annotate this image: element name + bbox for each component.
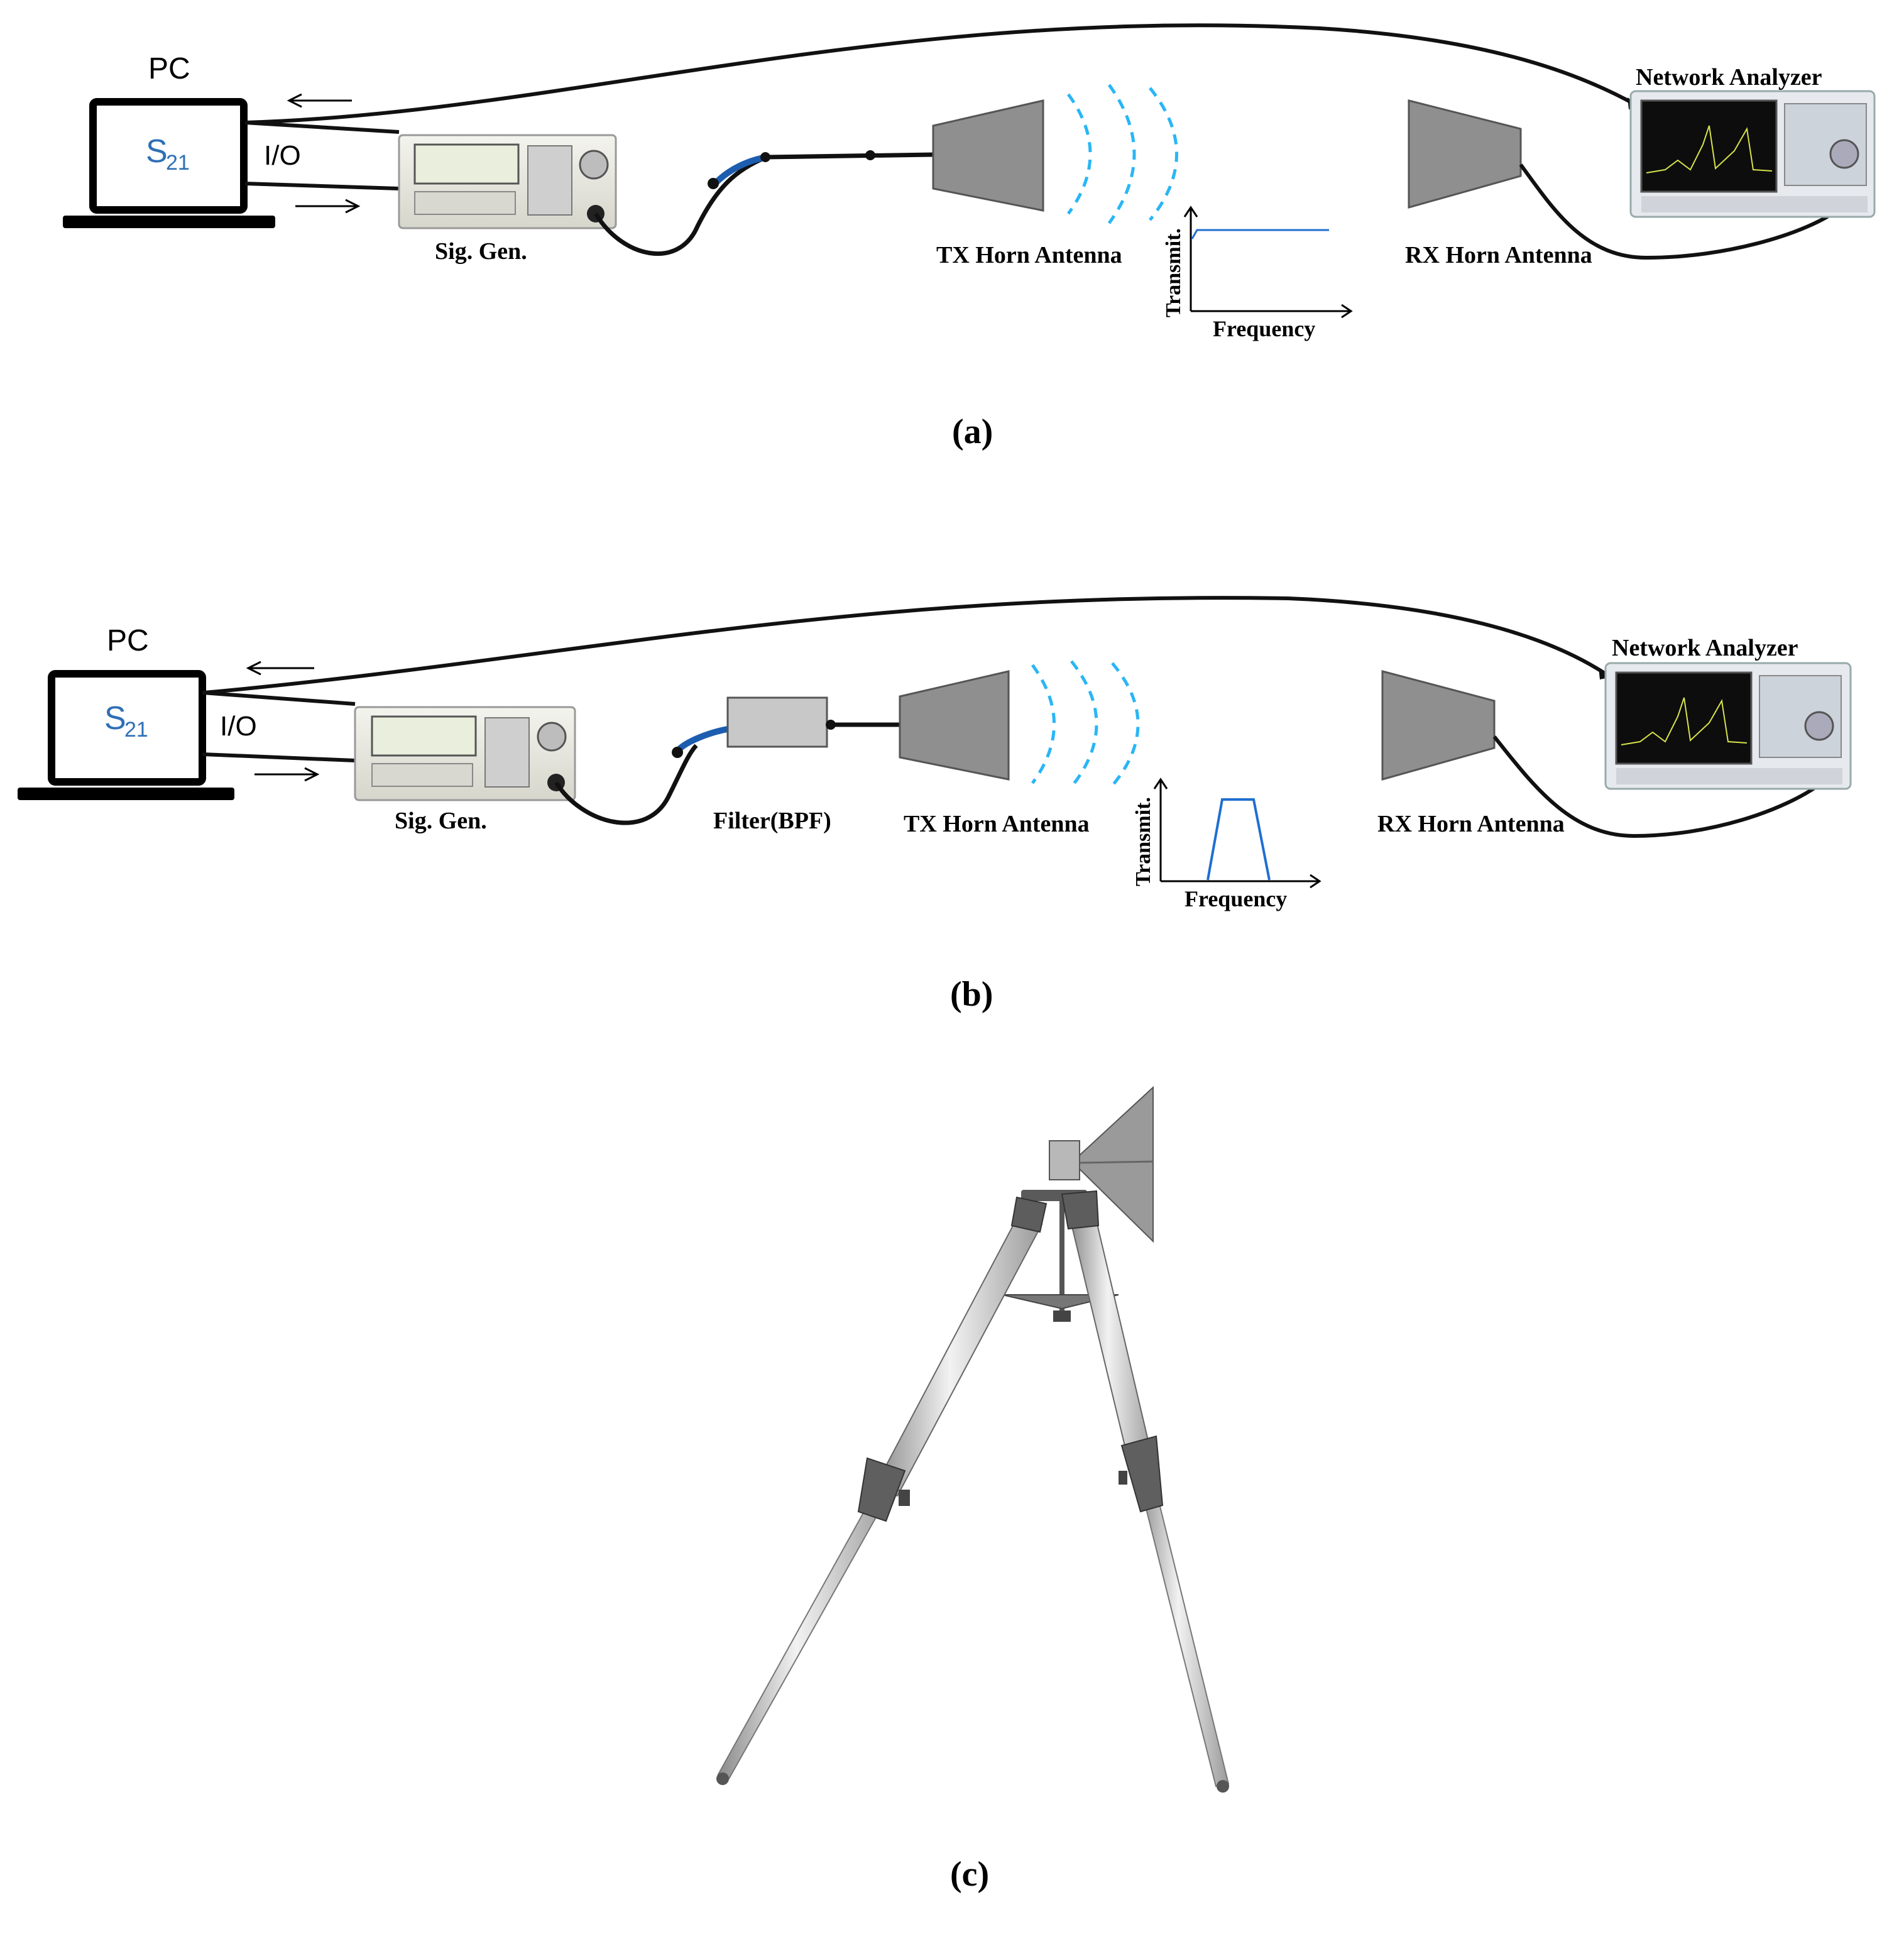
filter-label: Filter(BPF) [713,808,831,834]
horn-antenna-3d [1079,1085,1154,1243]
s21-screen-subscript: 21 [166,151,190,175]
caption-a: (a) [952,412,993,451]
transmission-inset-a: Transmit. Frequency [1162,206,1353,341]
tx-label: TX Horn Antenna [904,811,1090,837]
flat-response-curve [1191,229,1329,239]
tx-label: TX Horn Antenna [936,242,1122,268]
leg-clamp [857,1457,906,1522]
rx-horn-antenna [1408,99,1522,209]
rx-horn-antenna [1381,670,1496,781]
signal-generator [398,134,617,229]
rx-label: RX Horn Antenna [1405,242,1592,268]
io-line-bottom [202,752,356,762]
tripod-leg-left [716,1196,1048,1785]
tx-horn-antenna [932,99,1044,212]
return-cable [204,596,1607,695]
transmission-inset-b: Transmit. Frequency [1132,777,1321,911]
pc-label: PC [107,624,149,657]
coax-blue-segment [675,726,728,754]
s21-screen-subscript: 21 [124,718,148,742]
panel-a: S 21 PC I/O Sig. Gen. [63,23,1876,451]
x-axis-label: Frequency [1213,316,1315,341]
coax-cable [594,155,768,256]
arrow-right [295,199,361,214]
na-label: Network Analyzer [1612,635,1798,661]
signal-generator [354,706,576,801]
caption-b: (b) [950,975,993,1014]
bandpass-filter [726,696,828,748]
pc-laptop: S 21 [18,670,234,800]
y-axis-label: Transmit. [1132,797,1155,886]
network-analyzer [1629,90,1876,218]
tx-feed-line [765,152,934,160]
network-analyzer [1604,662,1852,790]
tripod-leg-right [1061,1190,1230,1793]
rx-label: RX Horn Antenna [1377,811,1565,837]
io-line-bottom [244,182,400,190]
arrow-left [287,93,352,108]
x-axis-label: Frequency [1185,886,1287,911]
rx-cable [1492,735,1824,838]
tx-horn-antenna [899,670,1010,781]
siggen-label: Sig. Gen. [435,238,527,265]
io-label: I/O [220,711,257,742]
radiated-waves [1066,84,1178,224]
y-axis-label: Transmit. [1162,228,1185,317]
arrow-right [254,767,320,782]
io-label: I/O [264,140,301,171]
caption-c: (c) [950,1855,989,1894]
coax-cable [554,744,698,825]
io-line-top [244,121,400,134]
radiated-waves [1031,660,1140,788]
rx-cable [1519,163,1842,260]
horn-mount-block [1049,1140,1080,1180]
return-cable [244,23,1635,124]
io-line-top [202,691,356,706]
bandpass-response-curve [1206,798,1271,881]
s21-screen-label: S [104,700,126,737]
pc-label: PC [148,52,190,85]
na-label: Network Analyzer [1636,64,1822,91]
leg-clamp [1120,1435,1164,1513]
panel-b: S 21 PC I/O Sig. Gen. Filter(BPF) [18,596,1852,1014]
s21-screen-label: S [146,133,168,170]
siggen-label: Sig. Gen. [395,808,487,834]
pc-laptop: S 21 [63,98,275,228]
panel-c-tripod: (c) [716,1085,1230,1894]
arrow-left [246,661,314,676]
